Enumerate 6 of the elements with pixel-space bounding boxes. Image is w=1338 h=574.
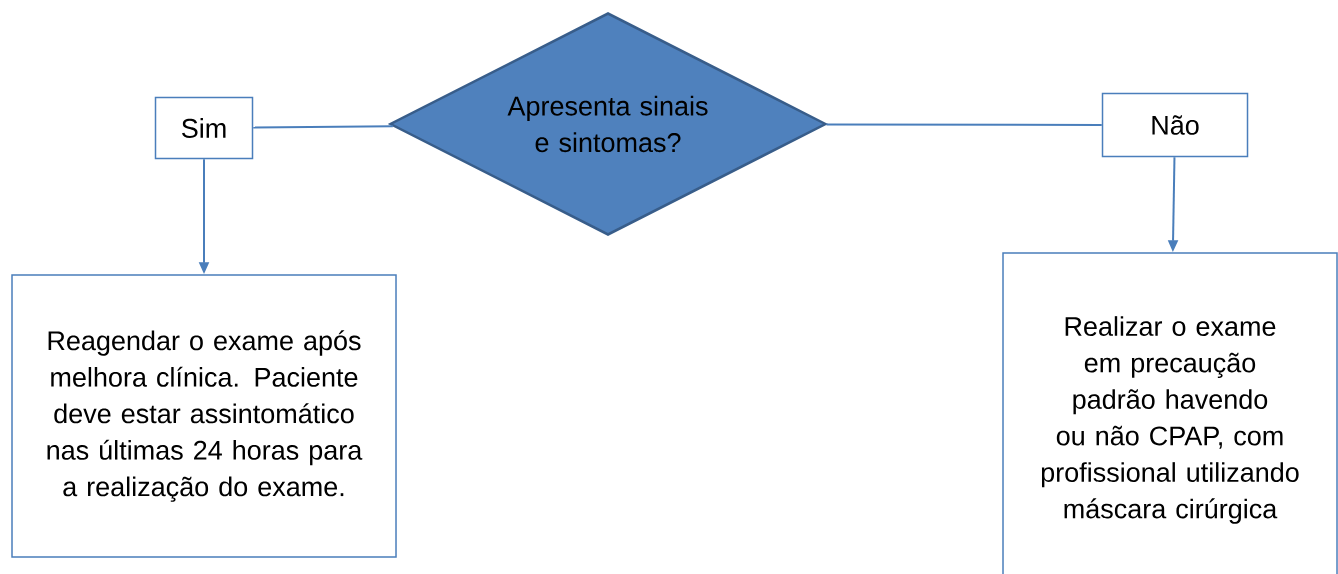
connector-line: [825, 123, 1103, 126]
answer-box: Não: [1101, 92, 1249, 158]
connector-line: [252, 125, 394, 129]
action-box: Realizar o exame em precaução padrão havendo ou não CPAP, com profissional utilizando máscara cirúrgica: [1002, 252, 1338, 574]
action-box: Reagendar o exame após melhora clínica. Paciente deve estar assintomático nas últimas 24 horas para a realização do exame.: [11, 274, 397, 558]
answer-box: Sim: [154, 96, 254, 160]
